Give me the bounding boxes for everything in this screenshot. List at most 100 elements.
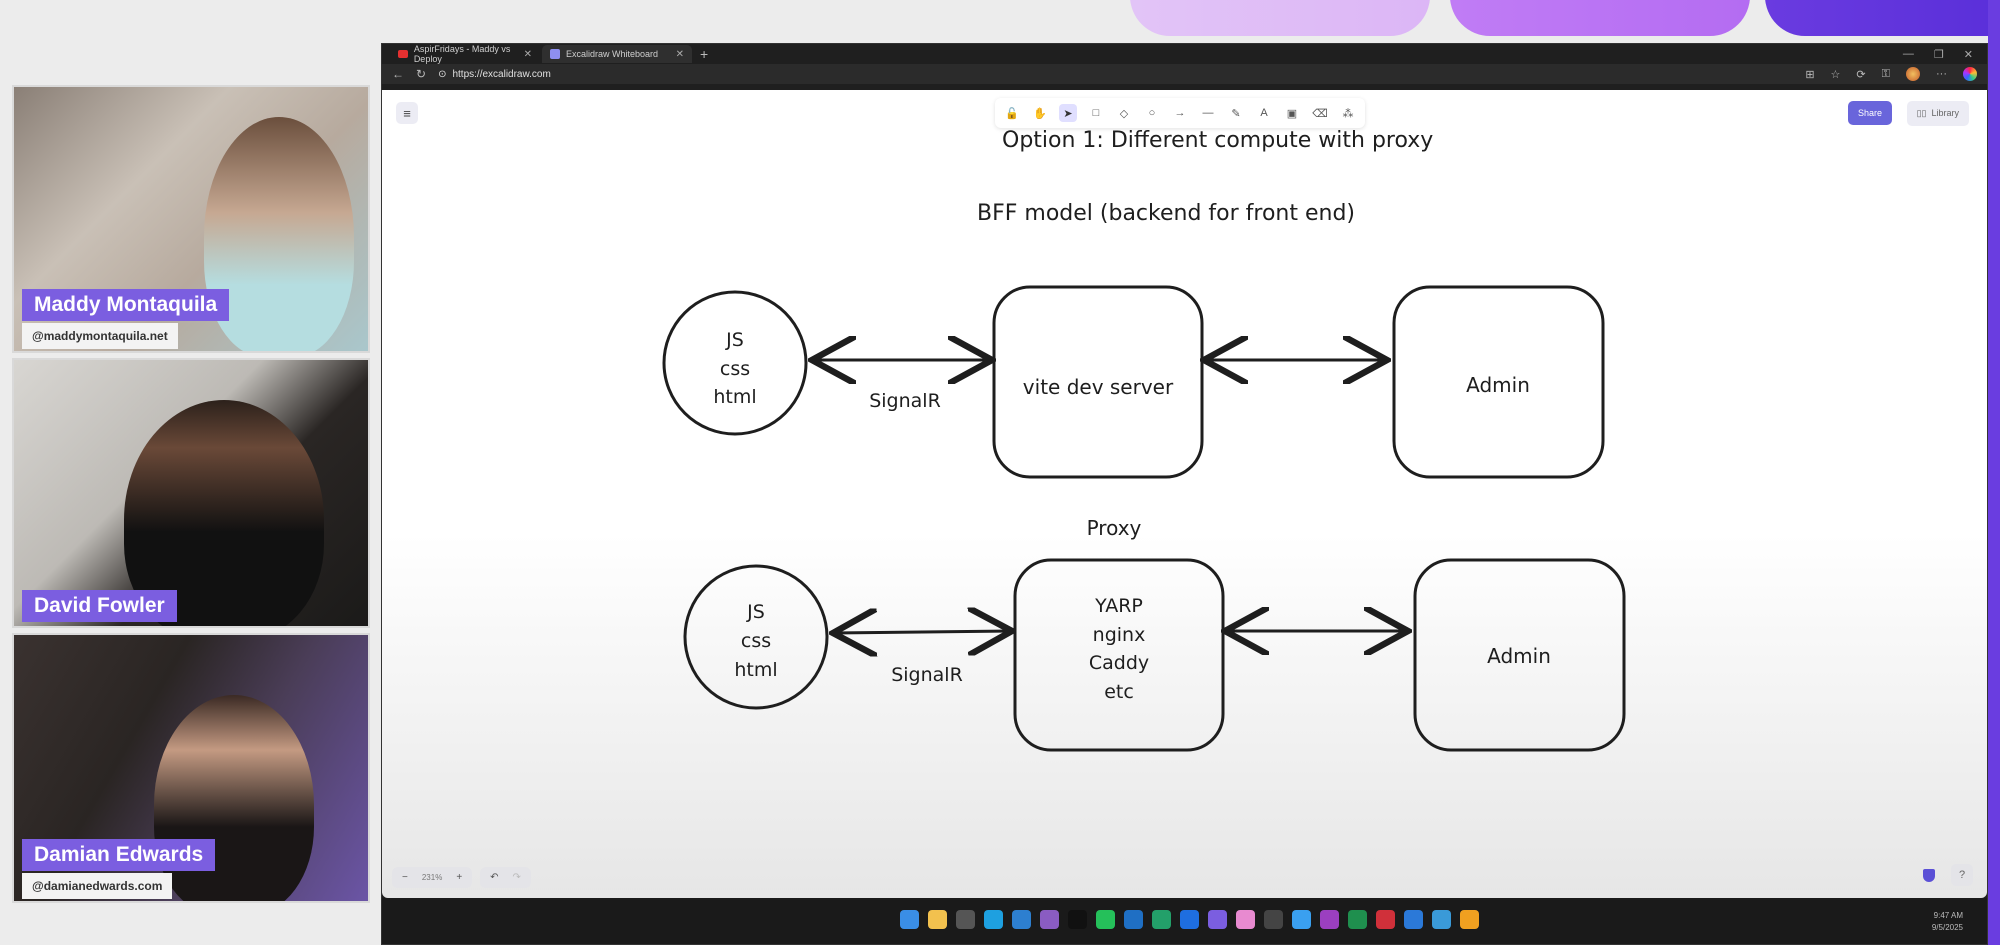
- azure-icon[interactable]: [1404, 910, 1423, 929]
- selection-tool-icon[interactable]: ➤: [1059, 104, 1077, 122]
- link-label: SignalR: [891, 664, 963, 686]
- client-circle[interactable]: [662, 290, 808, 436]
- xbox-icon[interactable]: [1376, 910, 1395, 929]
- row2: JS css html SignalR YARP nginx Caddy etc…: [683, 558, 1626, 752]
- line-tool-icon[interactable]: —: [1202, 107, 1214, 119]
- url-text[interactable]: https://excalidraw.com: [452, 68, 551, 80]
- taskbar-apps: [900, 910, 1479, 929]
- close-tab-icon[interactable]: ✕: [675, 48, 684, 60]
- whatsapp-icon[interactable]: [1096, 910, 1115, 929]
- admin-box[interactable]: [1413, 558, 1626, 752]
- extra-tools-icon[interactable]: ⁂: [1342, 107, 1354, 120]
- outlook-new-icon[interactable]: [1180, 910, 1199, 929]
- library-button[interactable]: ▯▯ Library: [1906, 101, 1969, 126]
- extensions-icon[interactable]: ⟳: [1856, 68, 1866, 81]
- powertoys-icon[interactable]: [1460, 910, 1479, 929]
- proxy-line: Caddy: [1089, 652, 1149, 674]
- tab-youtube[interactable]: AspirFridays - Maddy vs Deploy ✕: [390, 44, 540, 64]
- excalidraw-icon: [550, 49, 560, 59]
- library-label: Library: [1931, 108, 1959, 118]
- decorative-stripe: [1988, 0, 2000, 945]
- share-button[interactable]: Share: [1847, 101, 1892, 125]
- banner-shape: [1765, 0, 2000, 36]
- decorative-banner: [1120, 0, 2000, 42]
- split-screen-icon[interactable]: ⊞: [1805, 68, 1815, 81]
- obs-icon[interactable]: [1264, 910, 1283, 929]
- address-bar-row: ← ↻ ⊙ https://excalidraw.com ⊞ ☆ ⟳ ⚿ ···: [382, 64, 1987, 84]
- participant-name: David Fowler: [22, 590, 177, 622]
- teams-icon[interactable]: [1208, 910, 1227, 929]
- system-clock[interactable]: 9:47 AM 9/5/2025: [1932, 910, 1963, 934]
- proxy-heading: Proxy: [1087, 516, 1142, 540]
- bottom-right-controls: ?: [1923, 864, 1973, 886]
- start-icon[interactable]: [900, 910, 919, 929]
- text-tool-icon[interactable]: A: [1260, 107, 1268, 119]
- encryption-shield-icon[interactable]: [1923, 868, 1935, 882]
- excel-icon[interactable]: [1348, 910, 1367, 929]
- outlook-icon[interactable]: [1124, 910, 1143, 929]
- image-tool-icon[interactable]: ▣: [1286, 107, 1298, 120]
- file-explorer-icon[interactable]: [928, 910, 947, 929]
- hand-tool-icon[interactable]: ✋: [1033, 107, 1047, 120]
- more-icon[interactable]: ···: [1936, 68, 1947, 80]
- banner-shape: [1130, 0, 1430, 36]
- copilot-icon[interactable]: [1963, 67, 1977, 81]
- profile-avatar[interactable]: [1906, 67, 1920, 81]
- draw-tool-icon[interactable]: ✎: [1231, 107, 1241, 120]
- windows-taskbar: 9:47 AM 9/5/2025: [382, 898, 1987, 944]
- vscode-insiders-icon[interactable]: [1152, 910, 1171, 929]
- redo-button[interactable]: ↷: [512, 872, 521, 883]
- ellipse-tool-icon[interactable]: ○: [1148, 107, 1156, 119]
- main-menu-button[interactable]: ≡: [396, 102, 418, 124]
- edge-dev-icon[interactable]: [1292, 910, 1311, 929]
- bidirectional-arrow[interactable]: [833, 631, 1012, 633]
- participant-name: Damian Edwards: [22, 839, 216, 871]
- undo-button[interactable]: ↶: [490, 872, 499, 883]
- new-tab-button[interactable]: +: [700, 46, 709, 62]
- excalidraw-canvas[interactable]: ≡ 🔓 ✋ ➤ □ ◇ ○ → — ✎ A ▣ ⌫ ⁂ Share ▯▯ Lib…: [382, 90, 1987, 898]
- proxy-box[interactable]: [1013, 558, 1225, 752]
- client-line: html: [713, 386, 756, 408]
- address-bar[interactable]: ⊙ https://excalidraw.com: [438, 69, 551, 80]
- zoom-level[interactable]: 231%: [421, 873, 443, 882]
- diagram-title: Option 1: Different compute with proxy: [1002, 128, 1433, 153]
- server-label: vite dev server: [1023, 375, 1174, 399]
- library-icon: ▯▯: [1916, 108, 1927, 118]
- favorite-icon[interactable]: ☆: [1830, 68, 1841, 81]
- close-tab-icon[interactable]: ✕: [523, 48, 532, 60]
- terminal-icon[interactable]: [956, 910, 975, 929]
- close-window-button[interactable]: ✕: [1963, 48, 1973, 61]
- edge-icon[interactable]: [984, 910, 1003, 929]
- video-tile-david: David Fowler: [12, 358, 370, 628]
- refresh-icon[interactable]: ↻: [416, 67, 427, 81]
- rectangle-tool-icon[interactable]: □: [1092, 107, 1100, 119]
- minimize-button[interactable]: —: [1902, 47, 1914, 60]
- x-icon[interactable]: [1068, 910, 1087, 929]
- video-tile-damian: Damian Edwards @damianedwards.com: [12, 633, 370, 903]
- site-info-icon[interactable]: ⊙: [438, 68, 447, 80]
- diamond-tool-icon[interactable]: ◇: [1119, 107, 1129, 120]
- azure-data-studio-icon[interactable]: [1432, 910, 1451, 929]
- lock-icon[interactable]: ⚿: [1881, 67, 1890, 80]
- browser-actions: ⊞ ☆ ⟳ ⚿ ···: [1805, 67, 1977, 81]
- restore-button[interactable]: ❐: [1933, 48, 1944, 61]
- visual-studio-icon[interactable]: [1040, 910, 1059, 929]
- zoom-out-button[interactable]: −: [402, 872, 408, 883]
- help-button[interactable]: ?: [1951, 864, 1973, 886]
- video-tile-maddy: Maddy Montaquila @maddymontaquila.net: [12, 85, 370, 353]
- eraser-tool-icon[interactable]: ⌫: [1312, 107, 1328, 120]
- row1: JS css html SignalR vite dev server Admi…: [662, 285, 1605, 479]
- back-icon[interactable]: ←: [392, 67, 404, 81]
- onenote-icon[interactable]: [1320, 910, 1339, 929]
- copilot-icon[interactable]: [1236, 910, 1255, 929]
- diagram-subtitle: BFF model (backend for front end): [977, 201, 1355, 226]
- vscode-icon[interactable]: [1012, 910, 1031, 929]
- browser-window: AspirFridays - Maddy vs Deploy ✕ Excalid…: [381, 43, 1988, 945]
- zoom-in-button[interactable]: +: [456, 872, 463, 883]
- client-circle[interactable]: [683, 564, 829, 710]
- tab-excalidraw[interactable]: Excalidraw Whiteboard ✕: [542, 45, 692, 63]
- participant-video: [154, 695, 314, 901]
- arrow-tool-icon[interactable]: →: [1174, 107, 1186, 119]
- lock-tool-icon[interactable]: 🔓: [1005, 107, 1019, 120]
- admin-box[interactable]: [1392, 285, 1605, 479]
